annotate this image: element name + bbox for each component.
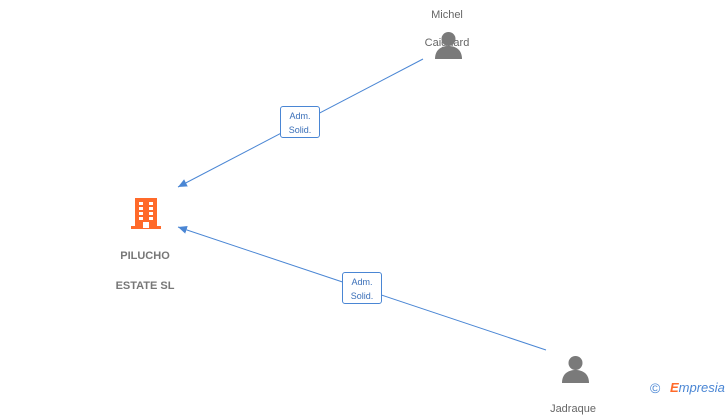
- person-bottom-name-line1: Jadraque: [550, 403, 596, 415]
- person-bottom-name[interactable]: Jadraque: [533, 388, 613, 416]
- brand-logo[interactable]: Empresia: [670, 380, 725, 395]
- brand-rest: mpresia: [678, 380, 725, 395]
- edge-badge-bottom[interactable]: Adm. Solid.: [342, 272, 382, 304]
- building-icon[interactable]: [131, 196, 161, 230]
- person-top-name-line1: Michel: [431, 9, 463, 21]
- edge-bottom-role-line1: Adm.: [351, 277, 373, 287]
- relationship-diagram: [177, 58, 547, 351]
- edge-badge-top[interactable]: Adm. Solid.: [280, 106, 320, 138]
- person-icon[interactable]: [433, 31, 464, 59]
- company-name[interactable]: PILUCHO ESTATE SL: [100, 234, 190, 294]
- copyright-icon: ©: [650, 380, 661, 396]
- edge-top-role-line1: Adm.: [289, 111, 311, 121]
- edge-top-role-line2: Solid.: [288, 125, 312, 135]
- brand-initial: E: [670, 380, 679, 395]
- company-name-line2: ESTATE SL: [115, 280, 175, 292]
- company-name-line1: PILUCHO: [120, 250, 170, 262]
- edge-bottom-role-line2: Solid.: [350, 291, 374, 301]
- person-icon[interactable]: [560, 355, 591, 383]
